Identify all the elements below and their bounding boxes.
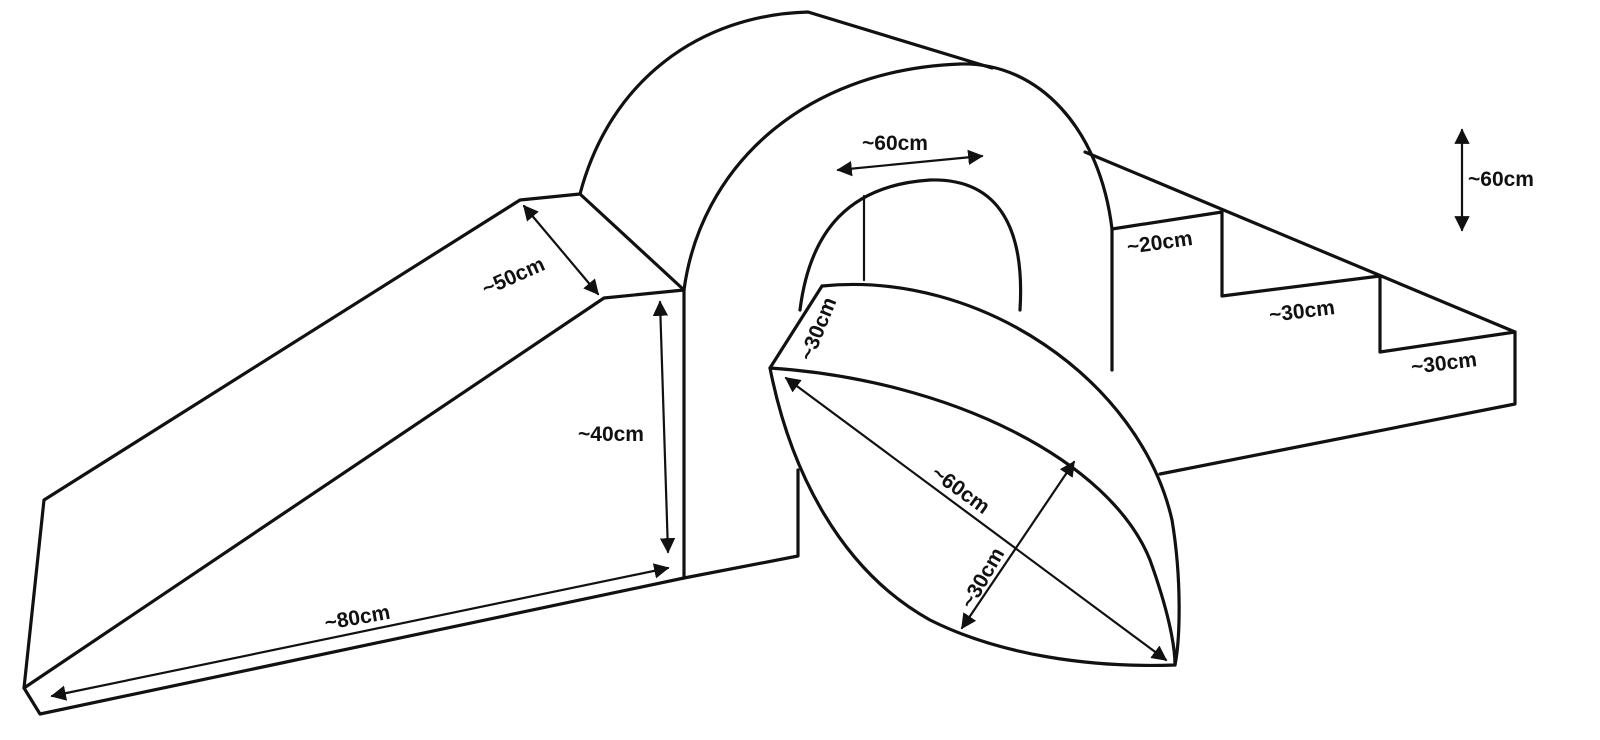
steps-block	[1083, 150, 1517, 476]
steps-top-edge	[1083, 150, 1517, 334]
label-ramp-height: ~40cm	[578, 423, 644, 446]
arrow-ramp-width	[522, 204, 600, 296]
steps-profile	[1110, 210, 1517, 476]
ramp-slope-front	[22, 288, 686, 690]
label-step-tread-1: ~30cm	[1268, 296, 1336, 327]
cushion-top-edge	[768, 284, 824, 370]
arch-outer-front	[682, 62, 1114, 292]
ramp-outline	[22, 192, 686, 716]
dimension-arrows	[50, 128, 1470, 701]
label-ramp-width: ~50cm	[479, 253, 549, 301]
arrow-top-width	[836, 149, 984, 177]
label-top-width: ~60cm	[862, 132, 928, 155]
label-step-rise: ~20cm	[1125, 227, 1194, 259]
label-step-tread-2: ~30cm	[1410, 348, 1478, 379]
arrow-cushion-length	[784, 376, 1168, 662]
ramp-top-edge	[578, 192, 686, 292]
ramp-block	[22, 192, 686, 716]
dimension-labels: ~60cm ~60cm ~50cm ~40cm ~80cm ~20cm ~30c…	[323, 132, 1534, 635]
arrow-cushion-width	[960, 460, 1076, 630]
arrow-ramp-height	[652, 300, 676, 554]
cushion-back-curve	[820, 283, 1181, 667]
arch-inner-opening	[798, 178, 1023, 312]
arch-outer-back	[578, 10, 994, 196]
label-cushion-width: ~30cm	[956, 544, 1009, 613]
arch-base-left	[682, 468, 800, 580]
arrow-ramp-length	[50, 563, 670, 701]
arch-tunnel	[578, 10, 1114, 580]
label-overall-height: ~60cm	[1468, 168, 1534, 191]
label-ramp-length: ~80cm	[323, 601, 392, 635]
